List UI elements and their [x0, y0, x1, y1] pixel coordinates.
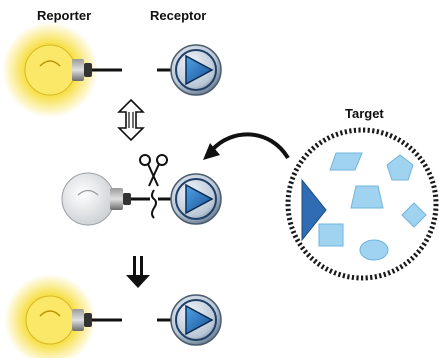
curved-arrow-left-icon — [203, 132, 290, 160]
double-arrow-up-down-icon — [117, 98, 145, 142]
receptor-label: Receptor — [150, 8, 207, 23]
target-ellipse — [359, 239, 389, 261]
target-pool — [285, 127, 439, 281]
cut-wire — [151, 189, 157, 219]
target-square — [318, 223, 344, 247]
lightbulb-unlit-icon — [61, 172, 131, 226]
double-arrow-down-icon — [126, 256, 150, 288]
target-label: Target — [345, 106, 384, 121]
target-trapezoid — [350, 185, 384, 209]
reporter-label: Reporter — [37, 8, 92, 23]
target-triangle-active — [301, 178, 327, 242]
target-diamond — [401, 202, 427, 228]
target-pentagon — [386, 154, 414, 181]
lightbulb-lit-icon — [2, 22, 98, 118]
lightbulb-lit-icon — [4, 274, 96, 363]
play-triangle-circle-icon — [170, 173, 222, 225]
target-parallelogram — [329, 152, 363, 171]
play-triangle-circle-icon — [170, 44, 222, 96]
play-triangle-circle-icon — [170, 294, 222, 346]
scissors-icon — [139, 154, 168, 187]
